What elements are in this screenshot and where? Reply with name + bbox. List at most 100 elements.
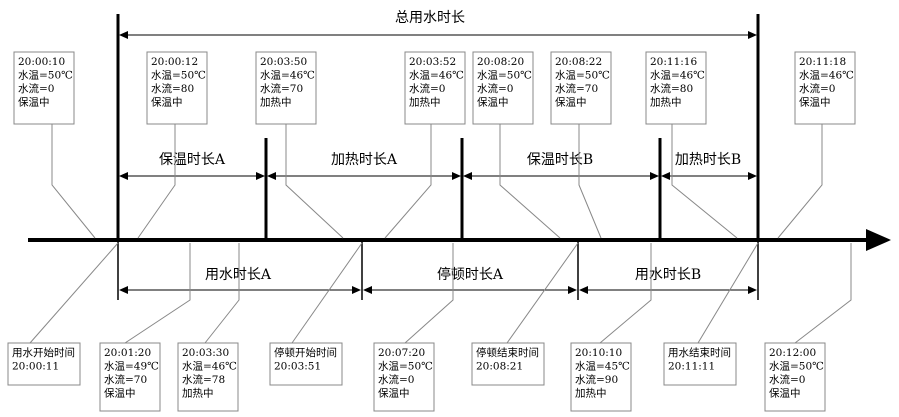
- hold-a-label: 保温时长A: [159, 152, 226, 168]
- top-event-box-8-line-1: 20:11:18: [799, 56, 846, 68]
- top-event-box-4: [404, 51, 466, 125]
- top-event-box-1-line-2: 水温=50℃: [18, 70, 73, 82]
- top-event-box-3-line-1: 20:03:50: [260, 56, 307, 68]
- top-event-box-1-line-3: 水流=0: [18, 82, 54, 95]
- leader-bottom-5: [404, 243, 454, 344]
- use-b-label: 用水时长B: [635, 267, 701, 283]
- top-event-box-4-line-2: 水温=46℃: [409, 70, 464, 82]
- bottom-event-box-9: [764, 342, 826, 412]
- top-event-box-1-line-1: 20:00:10: [18, 56, 65, 68]
- top-event-box-3-line-2: 水温=46℃: [260, 70, 315, 82]
- bottom-event-box-5-line-4: 保温中: [378, 387, 410, 400]
- bottom-event-box-2-line-1: 20:01:20: [104, 347, 151, 359]
- leader-top-8: [777, 124, 823, 239]
- top-event-box-2-line-2: 水温=50℃: [151, 70, 206, 82]
- pause-a-label: 停顿时长A: [437, 266, 504, 283]
- bottom-event-box-5-line-1: 20:07:20: [378, 347, 425, 359]
- top-event-box-8-line-2: 水温=46℃: [799, 70, 854, 82]
- leader-top-2: [137, 124, 176, 239]
- hold-b-label: 保温时长B: [527, 152, 593, 168]
- bottom-event-box-9-line-2: 水温=50℃: [769, 361, 824, 373]
- top-event-box-3: [255, 51, 317, 125]
- bottom-event-box-6: [471, 342, 545, 386]
- total-usage-label: 总用水时长: [395, 10, 465, 26]
- top-event-box-5: [472, 51, 534, 125]
- bottom-event-box-3: [177, 342, 239, 412]
- leader-bottom-4: [291, 242, 363, 344]
- leader-bottom-2: [124, 243, 191, 344]
- top-event-box-6-line-4: 保温中: [555, 96, 587, 109]
- bottom-event-box-7-line-2: 水温=45℃: [575, 361, 630, 373]
- bottom-event-box-5-line-3: 水流=0: [378, 373, 414, 386]
- top-event-box-4-line-4: 加热中: [409, 96, 441, 109]
- bottom-event-box-3-line-2: 水温=46℃: [182, 361, 237, 373]
- top-event-box-1-line-4: 保温中: [18, 96, 50, 109]
- leader-top-6: [578, 124, 602, 239]
- top-event-box-4-line-1: 20:03:52: [409, 56, 456, 68]
- leader-bottom-6: [506, 242, 579, 344]
- time-axis-arrowhead: [866, 229, 891, 251]
- bottom-event-box-5-line-2: 水温=50℃: [378, 361, 433, 373]
- bottom-event-box-2: [99, 342, 161, 412]
- top-event-box-8-line-3: 水流=0: [799, 82, 835, 95]
- bottom-event-box-6-line-2: 20:08:21: [476, 361, 523, 373]
- top-event-box-2-line-3: 水流=80: [151, 82, 194, 95]
- top-event-box-5-line-4: 保温中: [477, 96, 509, 109]
- bottom-event-box-8-line-2: 20:11:11: [668, 361, 715, 373]
- bottom-event-box-3-line-4: 加热中: [182, 387, 214, 400]
- leader-bottom-1: [29, 242, 119, 344]
- top-event-box-6-line-1: 20:08:22: [555, 56, 602, 68]
- leader-top-4: [384, 124, 432, 239]
- bottom-event-box-2-line-3: 水流=70: [104, 373, 147, 386]
- bottom-event-box-5: [373, 342, 435, 412]
- leader-top-7: [671, 124, 738, 239]
- top-event-box-7-line-4: 加热中: [650, 96, 682, 109]
- leader-top-3: [285, 124, 344, 239]
- bottom-event-box-6-line-1: 停顿结束时间: [476, 346, 539, 359]
- bottom-event-box-1: [7, 342, 81, 386]
- bottom-event-box-4: [269, 342, 343, 386]
- heat-b-label: 加热时长B: [675, 152, 741, 168]
- bottom-event-box-4-line-2: 20:03:51: [274, 361, 321, 373]
- top-event-box-5-line-3: 水流=0: [477, 82, 513, 95]
- top-event-box-8-line-4: 保温中: [799, 96, 831, 109]
- bottom-event-box-9-line-3: 水流=0: [769, 373, 805, 386]
- leader-top-1: [51, 124, 96, 239]
- top-event-box-2: [146, 51, 208, 125]
- bottom-event-box-2-line-4: 保温中: [104, 387, 136, 400]
- bottom-event-box-1-line-2: 20:00:11: [12, 361, 59, 373]
- leader-bottom-9: [794, 243, 852, 344]
- bottom-event-box-3-line-1: 20:03:30: [182, 347, 229, 359]
- top-event-box-7-line-2: 水温=46℃: [650, 70, 705, 82]
- leader-bottom-3: [204, 243, 240, 344]
- bottom-event-box-9-line-1: 20:12:00: [769, 347, 816, 359]
- top-event-box-2-line-4: 保温中: [151, 96, 183, 109]
- top-event-box-2-line-1: 20:00:12: [151, 56, 198, 68]
- bottom-event-box-4-line-1: 停顿开始时间: [274, 346, 337, 359]
- bottom-event-box-8: [663, 342, 737, 386]
- bottom-event-box-7-line-1: 20:10:10: [575, 347, 622, 359]
- top-event-box-6-line-3: 水流=70: [555, 82, 598, 95]
- bottom-event-box-8-line-1: 用水结束时间: [668, 346, 731, 359]
- bottom-event-box-7: [570, 342, 632, 412]
- bottom-event-box-7-line-3: 水流=90: [575, 373, 618, 386]
- use-a-label: 用水时长A: [205, 267, 272, 283]
- bottom-event-box-9-line-4: 保温中: [769, 387, 801, 400]
- bottom-event-box-2-line-2: 水温=49℃: [104, 361, 159, 373]
- heat-a-label: 加热时长A: [331, 152, 398, 168]
- top-event-box-3-line-3: 水流=70: [260, 82, 303, 95]
- top-event-box-5-line-1: 20:08:20: [477, 56, 524, 68]
- leader-bottom-7: [599, 243, 652, 344]
- bottom-event-box-3-line-3: 水流=78: [182, 373, 225, 386]
- top-event-box-6-line-2: 水温=50℃: [555, 70, 610, 82]
- bottom-event-box-1-line-1: 用水开始时间: [12, 346, 75, 359]
- top-event-box-4-line-3: 水流=0: [409, 82, 445, 95]
- bottom-event-box-7-line-4: 加热中: [575, 387, 607, 400]
- top-event-box-3-line-4: 加热中: [260, 96, 292, 109]
- top-event-box-1: [13, 51, 75, 125]
- leader-bottom-8: [697, 242, 759, 344]
- top-event-box-7: [645, 51, 707, 125]
- leader-top-5: [499, 124, 561, 239]
- top-event-box-7-line-3: 水流=80: [650, 82, 693, 95]
